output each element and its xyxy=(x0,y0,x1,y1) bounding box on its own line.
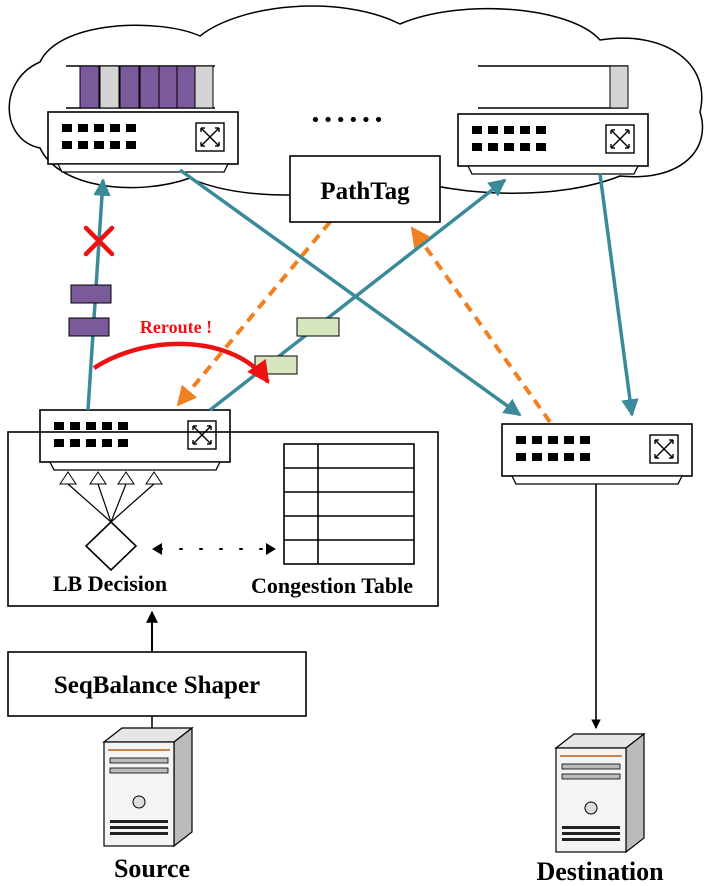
reroute-arrow xyxy=(92,341,270,384)
queued-packet xyxy=(158,65,178,109)
core-switch-left xyxy=(47,111,239,173)
lb-decision-label: LB Decision xyxy=(53,571,167,596)
queued-packet xyxy=(79,65,100,109)
destination-label: Destination xyxy=(536,857,664,886)
pathtag-box: PathTag xyxy=(289,155,441,223)
queued-packet xyxy=(99,65,120,109)
core-switch-right xyxy=(457,113,649,175)
queued-packet xyxy=(176,65,196,109)
shaper-label: SeqBalance Shaper xyxy=(54,672,260,699)
link-failure-mark xyxy=(83,225,115,257)
purple-packet xyxy=(68,317,110,337)
purple-packet xyxy=(70,284,112,304)
seqbalance-shaper-box: SeqBalance Shaper xyxy=(7,651,307,717)
source-label: Source xyxy=(114,854,190,883)
link-core-left-to-dest xyxy=(178,168,522,417)
destination-server-icon xyxy=(555,733,645,853)
decision-table-link xyxy=(152,543,276,555)
source-server-icon xyxy=(103,727,193,847)
queue-right xyxy=(478,65,629,109)
load-balancer-module xyxy=(7,431,439,607)
pathtag-label: PathTag xyxy=(320,178,410,205)
congestion-table xyxy=(283,443,415,565)
lb-decision-diamond xyxy=(84,520,138,572)
green-packet xyxy=(296,317,340,337)
edge-switch-destination xyxy=(501,423,693,485)
queued-packet xyxy=(119,65,140,109)
congestion-table-label: Congestion Table xyxy=(251,573,413,598)
queue-left xyxy=(66,65,215,109)
edge-switch-source xyxy=(39,409,231,471)
queued-packet xyxy=(194,65,214,109)
queued-packet xyxy=(609,65,629,109)
lb-ports xyxy=(59,471,163,485)
pathtag-to-source-switch xyxy=(176,220,332,407)
ellipsis-dots: •••••• xyxy=(310,110,386,131)
link-core-right-to-dest xyxy=(598,173,639,417)
pathtag-from-dest-switch xyxy=(410,226,552,424)
reroute-label: Reroute ! xyxy=(140,317,212,337)
queued-packet xyxy=(139,65,160,109)
